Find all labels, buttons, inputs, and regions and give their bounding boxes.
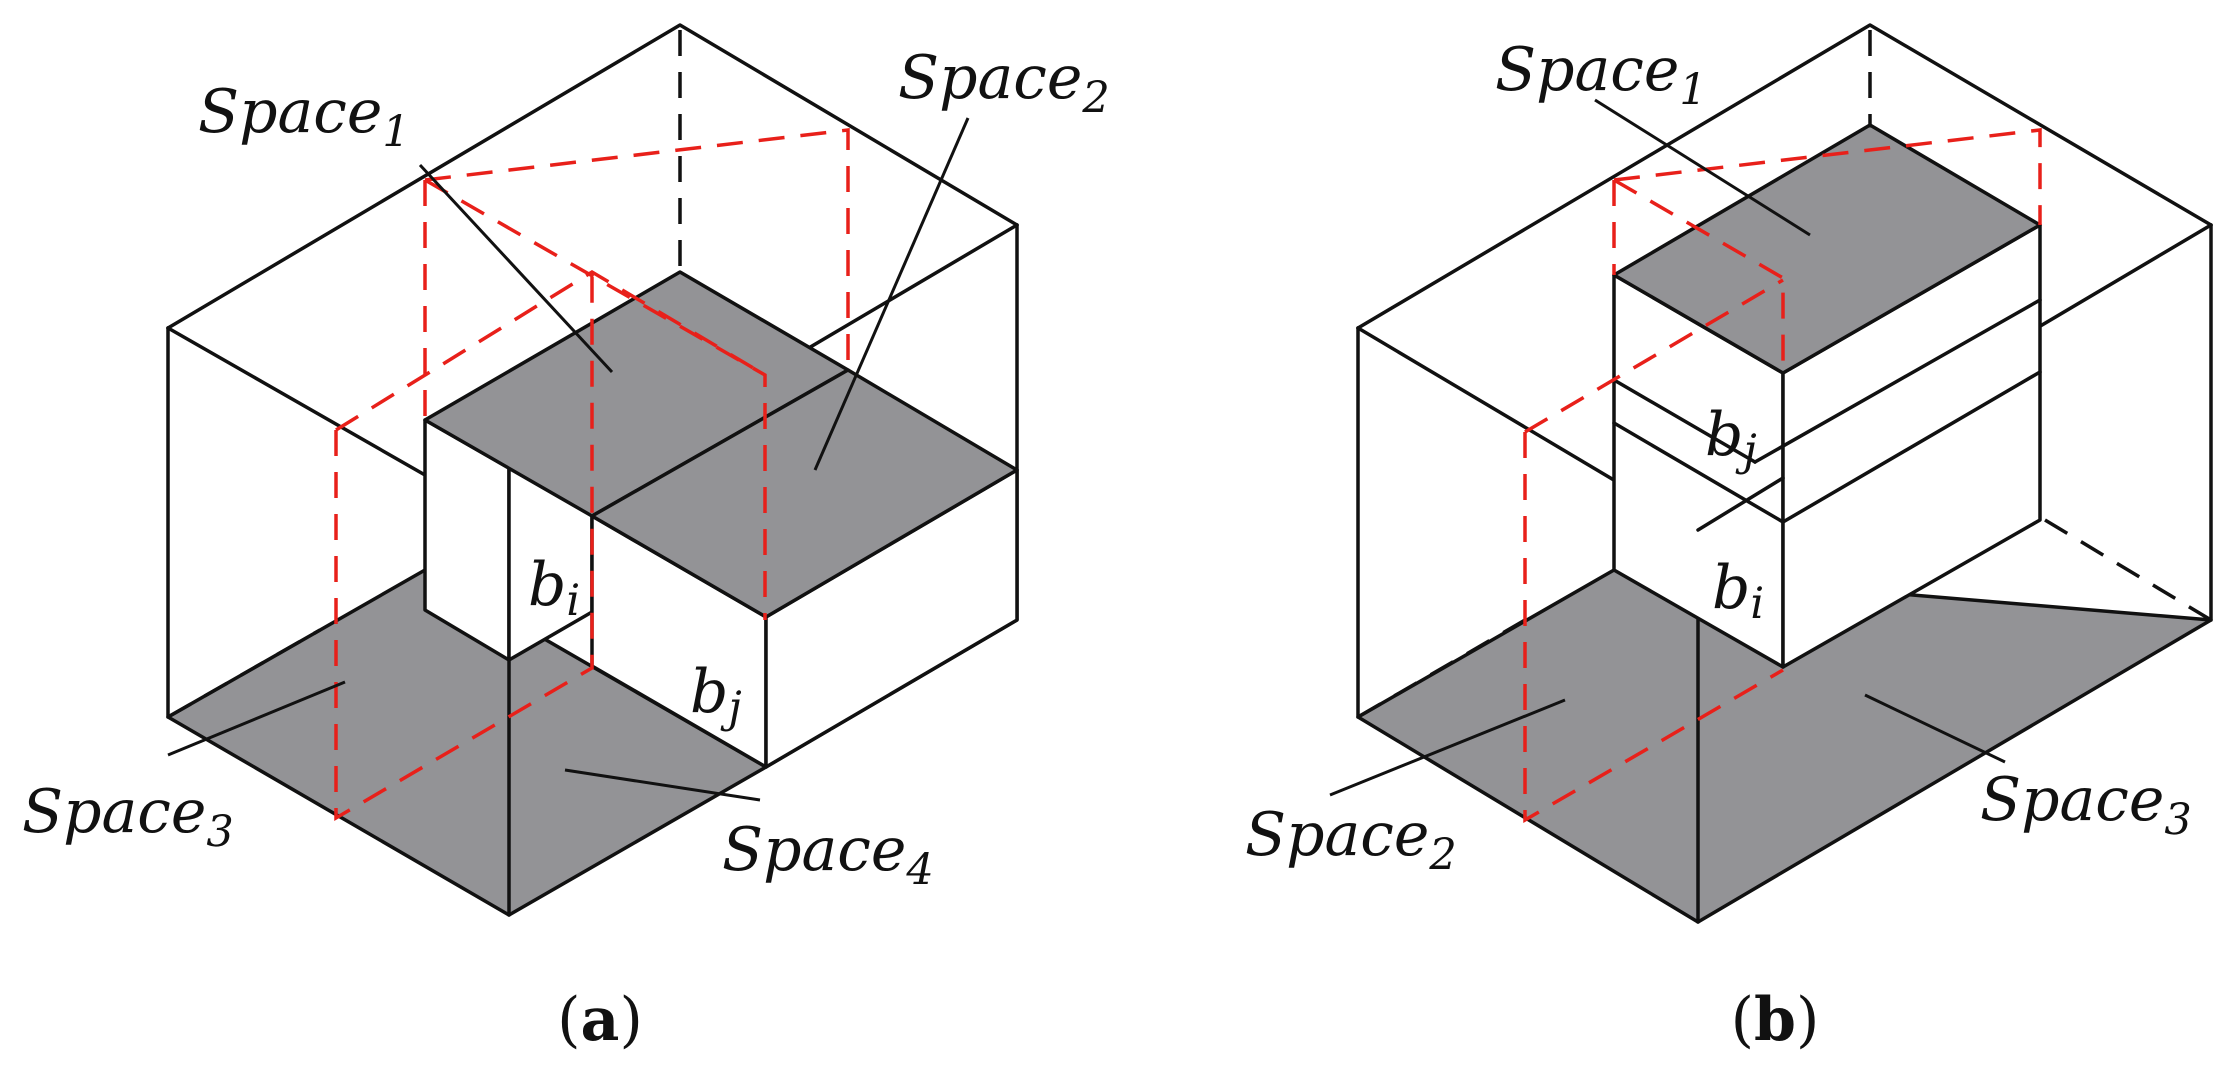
- label-space1-b: Space1: [1495, 35, 1707, 115]
- free-space-outline-3-a: [335, 269, 766, 432]
- box-bi-edge-b: [1696, 476, 1785, 532]
- label-bi-b: bi: [1712, 553, 1764, 629]
- label-space3-b: Space3: [1980, 765, 2192, 845]
- caption-b: (b): [1731, 985, 1820, 1055]
- label-space2-a: Space2: [898, 43, 1110, 123]
- free-space-outline-2-a: [424, 178, 767, 620]
- leader-space1-a: [418, 163, 614, 374]
- box-divider-side-b: [1781, 370, 2042, 524]
- free-space-outline-3-b: [1524, 278, 1784, 434]
- leader-space1-b: [1594, 98, 1811, 237]
- panel-b: Space1 Space2 Space3 bj bi (b): [1245, 23, 2213, 1055]
- label-space4-a: Space4: [722, 815, 934, 895]
- container-top-a: [166, 23, 1019, 330]
- free-space-outline-4-a: [334, 272, 594, 822]
- panel-a: Space1 Space2 Space3 Space4 bi bj (a): [22, 23, 1110, 1055]
- caption-a: (a): [557, 985, 643, 1055]
- hidden-floor-edge-b: [1357, 618, 1526, 719]
- label-bj-b: bj: [1705, 400, 1757, 476]
- hidden-floor-edge-b2: [2044, 518, 2212, 622]
- free-space-outline-4-b: [1523, 432, 1784, 824]
- leader-space3-a: [167, 680, 346, 757]
- label-space2-b: Space2: [1245, 800, 1457, 880]
- free-space-outline-1-b: [1613, 128, 2042, 225]
- box-divider-front-b: [1612, 421, 1785, 524]
- free-space-outline-2-b: [1613, 178, 1785, 373]
- box-divider-top-front-b: [1612, 378, 1757, 464]
- container-top-front-left-a: [166, 326, 427, 477]
- label-space1-a: Space1: [198, 77, 410, 157]
- leader-space3-b: [1864, 693, 2006, 764]
- leader-space2-a: [813, 117, 970, 471]
- container-top-b: [1356, 23, 2213, 330]
- label-space3-a: Space3: [22, 777, 234, 857]
- leader-space2-b: [1329, 698, 1566, 797]
- box-divider-top-side-b: [1753, 298, 2042, 464]
- hidden-floor-edge-a: [167, 628, 321, 719]
- label-bi-a: bi: [528, 550, 580, 626]
- leader-space4-a: [564, 768, 761, 802]
- label-bj-a: bj: [690, 657, 742, 733]
- top-face-space2-a: [590, 368, 1019, 619]
- free-space-outline-1-a: [424, 128, 850, 370]
